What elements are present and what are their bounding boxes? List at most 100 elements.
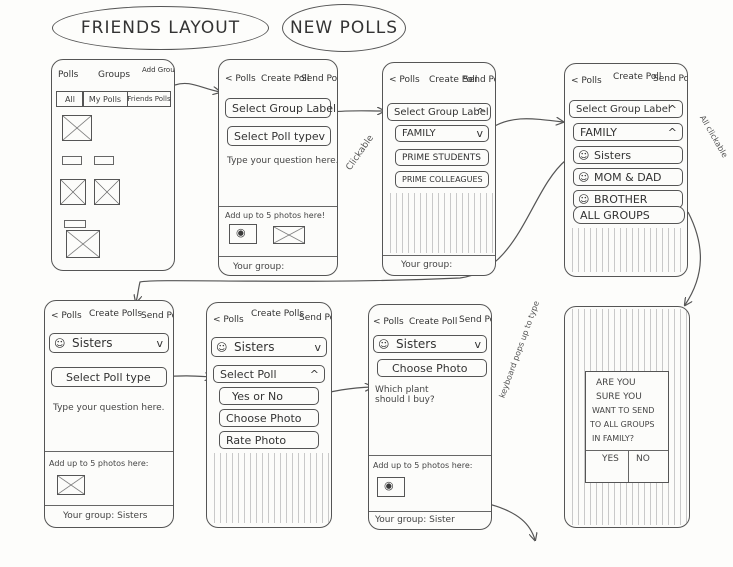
screen-family-expanded: < Polls Create Poll Send Poll Select Gro… xyxy=(564,63,688,277)
divider xyxy=(45,505,173,506)
chevron-down-icon: v xyxy=(318,129,325,143)
nav-back-polls[interactable]: < Polls xyxy=(213,315,244,325)
group-sisters-label: Sisters xyxy=(72,336,113,350)
select-group-dropdown[interactable]: Select Group Label^ xyxy=(387,103,491,121)
poll-thumb-3[interactable] xyxy=(94,179,120,205)
nav-groups[interactable]: Groups xyxy=(98,70,131,80)
member-mom-dad[interactable]: ☺MOM & DAD xyxy=(573,168,683,186)
select-poll-dropdown[interactable]: Select Poll ^ xyxy=(213,365,325,383)
confirm-dialog: ARE YOU SURE YOU WANT TO SEND TO ALL GRO… xyxy=(585,371,669,483)
select-poll-type-label: Select Poll type xyxy=(234,129,319,143)
poll-caption-1 xyxy=(62,156,82,165)
confirm-line-3: WANT TO SEND xyxy=(592,406,655,415)
user-icon: ☺ xyxy=(578,148,590,162)
new-polls-label: NEW POLLS xyxy=(289,18,399,38)
question-prompt[interactable]: Type your question here. xyxy=(53,403,165,413)
nav-back-polls[interactable]: < Polls xyxy=(373,317,404,327)
nav-create-poll: Create Poll xyxy=(261,74,310,84)
arrow-1-2 xyxy=(174,82,220,92)
screen-group-dropdown: < Polls Create Poll Send Poll Select Gro… xyxy=(382,62,496,276)
tab-all-label: All xyxy=(65,94,75,104)
tab-my-polls[interactable]: My Polls xyxy=(82,91,128,107)
divider-vertical xyxy=(628,450,629,482)
nav-send-poll[interactable]: Send Poll xyxy=(653,74,687,84)
member-brother-label: BROTHER xyxy=(594,192,648,206)
new-polls-title: NEW POLLS xyxy=(282,4,406,52)
camera-button[interactable]: ◉ xyxy=(229,224,257,244)
select-poll-label: Select Poll xyxy=(220,367,277,381)
option-family[interactable]: FAMILY^ xyxy=(573,123,683,141)
nav-create-polls: Create Polls xyxy=(251,309,305,319)
nav-create-poll: Create Poll xyxy=(429,75,478,85)
add-photos-prompt: Add up to 5 photos here! xyxy=(225,211,325,220)
option-family-label: FAMILY xyxy=(580,125,617,139)
select-group-dropdown[interactable]: Select Group Label^ xyxy=(569,100,683,118)
poll-thumb-2[interactable] xyxy=(60,179,86,205)
friends-layout-label: FRIENDS LAYOUT xyxy=(80,18,241,38)
choose-photo-dropdown[interactable]: Choose Photo xyxy=(377,359,487,377)
tab-all[interactable]: All xyxy=(56,91,84,107)
your-group-label: Your group: Sisters xyxy=(63,511,148,521)
select-poll-type-dropdown[interactable]: Select Poll type xyxy=(51,367,167,387)
divider xyxy=(586,450,668,451)
option-choose-photo-label: Choose Photo xyxy=(226,411,302,425)
divider xyxy=(219,206,337,207)
poll-thumb-4[interactable] xyxy=(66,230,100,258)
chevron-up-icon: ^ xyxy=(667,102,677,116)
option-prime-students[interactable]: PRIME STUDENTS xyxy=(395,149,489,166)
option-yes-no[interactable]: Yes or No xyxy=(219,387,319,405)
option-rate-photo-label: Rate Photo xyxy=(226,433,287,447)
member-sisters-label: Sisters xyxy=(594,148,632,162)
yes-button[interactable]: YES xyxy=(602,454,619,464)
all-groups-option[interactable]: ALL GROUPS xyxy=(573,206,685,224)
add-photos-prompt: Add up to 5 photos here: xyxy=(49,459,149,468)
nav-add-group[interactable]: Add Group xyxy=(142,66,175,74)
photo-slot[interactable] xyxy=(273,226,305,244)
chevron-down-icon: v xyxy=(156,336,163,350)
option-choose-photo[interactable]: Choose Photo xyxy=(219,409,319,427)
user-icon: ☺ xyxy=(378,337,390,351)
nav-back-polls[interactable]: < Polls xyxy=(225,74,256,84)
nav-send-poll[interactable]: Send Poll xyxy=(299,313,331,323)
no-button[interactable]: NO xyxy=(636,454,650,464)
member-sisters[interactable]: ☺ Sisters xyxy=(573,146,683,164)
nav-send-poll[interactable]: Send Poll xyxy=(459,315,491,325)
camera-button[interactable]: ◉ xyxy=(377,477,405,497)
nav-send-poll[interactable]: Send Poll xyxy=(141,311,173,321)
option-rate-photo[interactable]: Rate Photo xyxy=(219,431,319,449)
group-sisters-label: Sisters xyxy=(234,340,275,354)
your-group-label: Your group: Sister xyxy=(375,515,455,525)
tab-friends-polls[interactable]: Friends Polls xyxy=(127,91,171,107)
select-group-dropdown[interactable]: Select Group Label xyxy=(225,98,336,118)
user-icon: ☺ xyxy=(216,340,228,354)
option-prime-colleagues[interactable]: PRIME COLLEAGUES xyxy=(395,171,489,188)
nav-send-poll[interactable]: Send Poll xyxy=(463,75,495,85)
camera-icon: ◉ xyxy=(236,226,246,239)
member-brother[interactable]: ☺ BROTHER xyxy=(573,190,683,208)
divider xyxy=(369,511,491,512)
nav-create-poll: Create Poll xyxy=(613,72,662,82)
chevron-down-icon: v xyxy=(476,127,483,140)
nav-back-polls[interactable]: < Polls xyxy=(389,75,420,85)
select-group-label: Select Group Label xyxy=(232,101,337,115)
confirm-line-4: TO ALL GROUPS xyxy=(590,420,655,429)
poll-thumb-1[interactable] xyxy=(62,115,92,141)
question-prompt[interactable]: Type your question here. xyxy=(227,156,338,166)
nav-send-poll[interactable]: Send Poll xyxy=(301,74,338,84)
chevron-up-icon: ^ xyxy=(309,367,319,381)
user-icon: ☺ xyxy=(578,192,590,206)
nav-back-polls[interactable]: < Polls xyxy=(51,311,82,321)
group-sisters-label: Sisters xyxy=(396,337,437,351)
photo-slot[interactable] xyxy=(57,475,85,495)
select-group-label: Select Group Label xyxy=(394,106,489,118)
nav-back-polls[interactable]: < Polls xyxy=(571,76,602,86)
nav-polls[interactable]: Polls xyxy=(58,70,79,80)
confirm-line-5: IN FAMILY? xyxy=(592,434,635,443)
divider xyxy=(369,455,491,456)
question-text[interactable]: Which plant should I buy? xyxy=(375,385,435,405)
